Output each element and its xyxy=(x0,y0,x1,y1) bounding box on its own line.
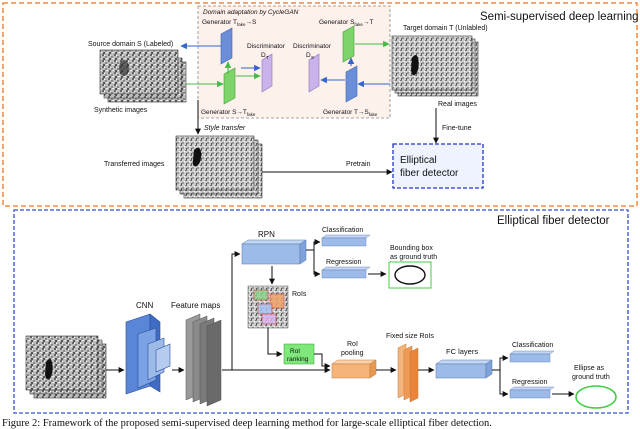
rpn-classification-head xyxy=(321,234,371,247)
ellipse-gt-line1: Ellipse as xyxy=(574,365,604,372)
detector-label-line1: Elliptical xyxy=(400,155,437,166)
generator-t-to-s-block xyxy=(220,27,233,65)
ellipse-gt-line2: ground truth xyxy=(572,374,610,381)
generator-sfake-t-label: Generator Sfake→T xyxy=(319,19,373,27)
discriminator-ds-block xyxy=(308,53,320,93)
discriminator-ds-subscript: S xyxy=(311,55,314,60)
discriminator-dt-label: Discriminator xyxy=(247,43,286,50)
feature-maps-block xyxy=(185,313,222,407)
real-images-label: Real images xyxy=(438,101,477,108)
transferred-images-label: Transferred images xyxy=(104,161,165,168)
fc-regression-head xyxy=(509,386,555,399)
discriminator-dt-block xyxy=(261,53,273,93)
roi-ranking-line1: RoI xyxy=(290,348,300,355)
cyclegan-arrows xyxy=(180,40,390,88)
rpn-label: RPN xyxy=(258,230,275,239)
classification-bottom-label: Classification xyxy=(512,342,553,349)
transferred-image-stack xyxy=(175,135,263,199)
pretrain-label: Pretrain xyxy=(346,161,371,168)
rois-label: RoIs xyxy=(292,291,307,298)
finetune-label: Fine-tune xyxy=(442,125,472,132)
roi-ranking-line2: ranking xyxy=(287,356,309,363)
detector-label-line2: fiber detector xyxy=(400,168,459,179)
regression-bottom-label: Regression xyxy=(512,379,548,386)
discriminator-dt-symbol: D xyxy=(261,52,266,59)
regression-top-label: Regression xyxy=(326,259,362,266)
feature-maps-label: Feature maps xyxy=(171,301,220,310)
detector-flow-arrows xyxy=(106,239,575,397)
synthetic-images-label: Synthetic images xyxy=(94,107,148,114)
elliptical-detector-title: Elliptical fiber detector xyxy=(497,215,610,227)
rpn-block xyxy=(241,239,307,265)
generator-s-tfake-label: Generator S→Tfake xyxy=(201,109,256,117)
generator-t-to-sfake-block xyxy=(345,65,358,103)
fc-layers-label: FC layers xyxy=(446,347,478,356)
cnn-block xyxy=(125,313,171,395)
figure-caption: Figure 2: Framework of the proposed semi… xyxy=(2,418,492,429)
source-image-stack xyxy=(99,49,187,103)
roi-pooling-line2: pooling xyxy=(341,350,364,357)
roi-pooling-block xyxy=(331,359,377,379)
classification-top-label: Classification xyxy=(322,227,363,234)
rois-block xyxy=(247,285,289,329)
generator-s-to-t-block xyxy=(223,67,236,105)
fc-classification-head xyxy=(509,350,555,363)
generator-tfake-s-label: Generator Tfake→S xyxy=(202,19,257,27)
elliptical-detector-box xyxy=(392,143,484,189)
fixed-size-rois-label: Fixed size RoIs xyxy=(386,333,434,340)
semi-supervised-section xyxy=(2,2,638,207)
discriminator-ds-label: Discriminator xyxy=(293,43,332,50)
target-image-stack xyxy=(391,35,479,97)
generator-sfake-t-block xyxy=(342,25,355,63)
style-transfer-label: Style transfer xyxy=(204,125,246,132)
fixed-size-rois-block xyxy=(397,343,419,403)
bbox-gt-ellipse xyxy=(394,265,426,285)
generator-t-sfake-label: Generator T→Sfake xyxy=(323,109,378,117)
elliptical-detector-section xyxy=(13,209,629,414)
rpn-regression-head xyxy=(321,266,371,279)
semi-supervised-title: Semi-supervised deep learning xyxy=(480,11,639,23)
discriminator-dt-subscript: T xyxy=(266,55,269,60)
input-image-stack xyxy=(25,335,107,399)
bbox-gt-line2: as ground truth xyxy=(390,254,437,261)
target-domain-label: Target domain T (Unlabled) xyxy=(403,25,488,32)
bbox-gt-line1: Bounding box xyxy=(390,245,433,252)
fc-layers-block xyxy=(435,359,493,379)
cnn-label: CNN xyxy=(136,301,154,310)
discriminator-ds-symbol: D xyxy=(306,52,311,59)
domain-adaptation-label: Domain adaptation by CycleGAN xyxy=(203,9,299,16)
roi-pooling-line1: RoI xyxy=(347,341,358,348)
ellipse-gt-shape xyxy=(575,385,617,409)
source-domain-label: Source domain S (Labeled) xyxy=(88,41,173,48)
